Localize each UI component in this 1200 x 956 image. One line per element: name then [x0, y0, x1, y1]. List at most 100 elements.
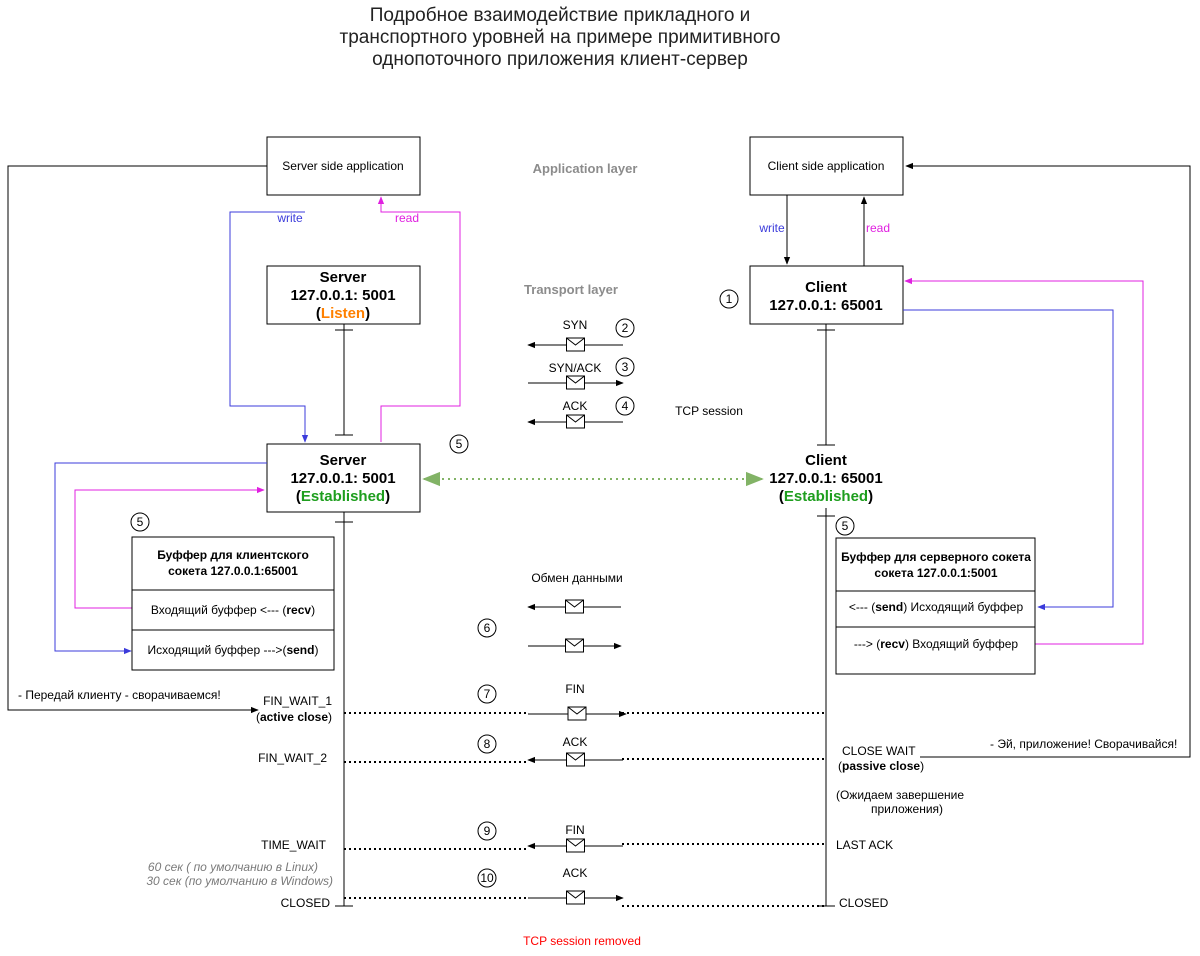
title-line-2: транспортного уровней на примере примити… — [340, 27, 781, 48]
server-buffer-title-2: сокета 127.0.0.1:65001 — [168, 564, 298, 578]
step-marker: 5 — [835, 516, 855, 536]
server-buffer-box — [131, 536, 335, 671]
envelope-icon — [567, 706, 587, 721]
server-read-line — [377, 196, 461, 442]
step-marker: 10 — [477, 868, 497, 888]
server-buffer-title-1: Буффер для клиентского — [157, 548, 309, 562]
server-buffer-outgoing: Исходящий буффер --->(send) — [148, 643, 319, 657]
client-close-note: - Эй, приложение! Сворачивайся! — [990, 737, 1177, 751]
step-number: 1 — [726, 292, 733, 306]
time-wait-label: TIME_WAIT — [261, 838, 327, 852]
title-line-1: Подробное взаимодействие прикладного и — [370, 5, 751, 26]
step-marker: 3 — [615, 357, 635, 377]
listen-state: Listen — [321, 305, 365, 322]
step-number: 8 — [484, 737, 491, 751]
envelope-icon — [565, 638, 584, 653]
step-number: 9 — [484, 824, 491, 838]
client-buffer-incoming: ---> (recv) Входящий буффер — [854, 637, 1019, 651]
server-recv-line — [74, 486, 265, 609]
message-arrow — [528, 706, 627, 721]
server-buffer-incoming: Входящий буффер <--- (recv) — [151, 603, 315, 617]
message-arrow — [528, 890, 624, 905]
client-est-title: Client — [805, 452, 847, 469]
step-number: 10 — [480, 871, 494, 885]
server-est-state-line: (Established) — [296, 488, 390, 505]
step-number: 3 — [622, 360, 629, 374]
server-listen-box — [266, 265, 421, 325]
step-marker: 5 — [130, 512, 150, 532]
step-marker: 5 — [449, 434, 469, 454]
waiting-app-line-1: (Ожидаем завершение — [836, 788, 964, 802]
server-listen-addr: 127.0.0.1: 5001 — [290, 287, 395, 304]
server-app-box — [266, 136, 421, 196]
client-recv-line — [904, 277, 1144, 645]
envelope-icon — [566, 890, 585, 905]
step-number: 2 — [622, 321, 629, 335]
client-read-label: read — [866, 221, 890, 235]
client-est-addr: 127.0.0.1: 65001 — [769, 470, 882, 487]
envelope-icon — [565, 599, 584, 614]
envelope-icon — [566, 414, 585, 429]
step-number: 6 — [484, 621, 491, 635]
waiting-app-line-2: приложения) — [871, 802, 943, 816]
step-marker: 2 — [615, 318, 635, 338]
client-buffer: Буффер для серверного сокета сокета 127.… — [835, 537, 1036, 675]
last-ack-label: LAST ACK — [836, 838, 893, 852]
fin1-label: FIN — [565, 682, 584, 696]
server-closed-label: CLOSED — [281, 896, 331, 910]
server-est-addr: 127.0.0.1: 5001 — [290, 470, 395, 487]
transport-layer-label: Transport layer — [524, 282, 618, 297]
server-send-line — [54, 462, 267, 655]
page-title: Подробное взаимодействие прикладного и т… — [340, 5, 781, 70]
step-number: 5 — [456, 437, 463, 451]
client-buffer-box — [835, 537, 1036, 675]
client-write-label: write — [758, 221, 785, 235]
client-est-state-line: (Established) — [779, 488, 873, 505]
client-buffer-title-2: сокета 127.0.0.1:5001 — [874, 566, 997, 580]
passive-close-label: (passive close) — [838, 759, 924, 773]
server-app-label: Server side application — [282, 159, 403, 173]
title-line-3: однопоточного приложения клиент-сервер — [372, 49, 748, 70]
client-app-close-line — [905, 162, 1191, 758]
client-init-box — [749, 265, 904, 325]
tcp-session-label: TCP session — [675, 404, 743, 418]
server-write-line — [229, 211, 309, 443]
client-send-line — [903, 309, 1114, 611]
data-exchange-label: Обмен данными — [531, 571, 622, 585]
server-est-box — [266, 443, 421, 513]
envelope-icon — [566, 337, 585, 352]
step-number: 5 — [137, 515, 144, 529]
application-layer-label: Application layer — [533, 161, 638, 176]
client-init-addr: 127.0.0.1: 65001 — [769, 297, 882, 314]
envelope-icon — [566, 752, 585, 767]
message-arrow — [527, 838, 623, 853]
message-arrow — [527, 599, 621, 614]
time-wait-note-windows: 30 сек (по умолчанию в Windows) — [146, 874, 333, 888]
step-marker: 8 — [477, 734, 497, 754]
step-marker: 6 — [477, 618, 497, 638]
step-number: 7 — [484, 687, 491, 701]
message-arrow — [528, 375, 624, 390]
message-arrow — [527, 414, 623, 429]
server-established-state: Established — [301, 488, 385, 505]
time-wait-note-linux: 60 сек ( по умолчанию в Linux) — [148, 860, 318, 874]
client-app-box — [749, 136, 904, 196]
client-buffer-outgoing: <--- (send) Исходящий буффер — [849, 600, 1024, 614]
tcp-session-removed-label: TCP session removed — [523, 934, 641, 948]
step-marker: 1 — [719, 289, 739, 309]
server-read-label: read — [395, 211, 419, 225]
step-marker: 4 — [615, 396, 635, 416]
synack-label: SYN/ACK — [549, 361, 602, 375]
fin-wait-2-label: FIN_WAIT_2 — [258, 751, 327, 765]
server-write-label: write — [276, 211, 303, 225]
step-marker: 9 — [477, 821, 497, 841]
message-arrow — [527, 337, 623, 352]
close-wait-label: CLOSE WAIT — [842, 744, 916, 758]
server-listen-state-line: (Listen) — [316, 305, 370, 322]
envelope-icon — [566, 838, 585, 853]
client-established-state: Established — [784, 488, 868, 505]
server-app-close-line — [7, 165, 267, 714]
syn-label: SYN — [563, 318, 588, 332]
client-closed-label: CLOSED — [839, 896, 889, 910]
